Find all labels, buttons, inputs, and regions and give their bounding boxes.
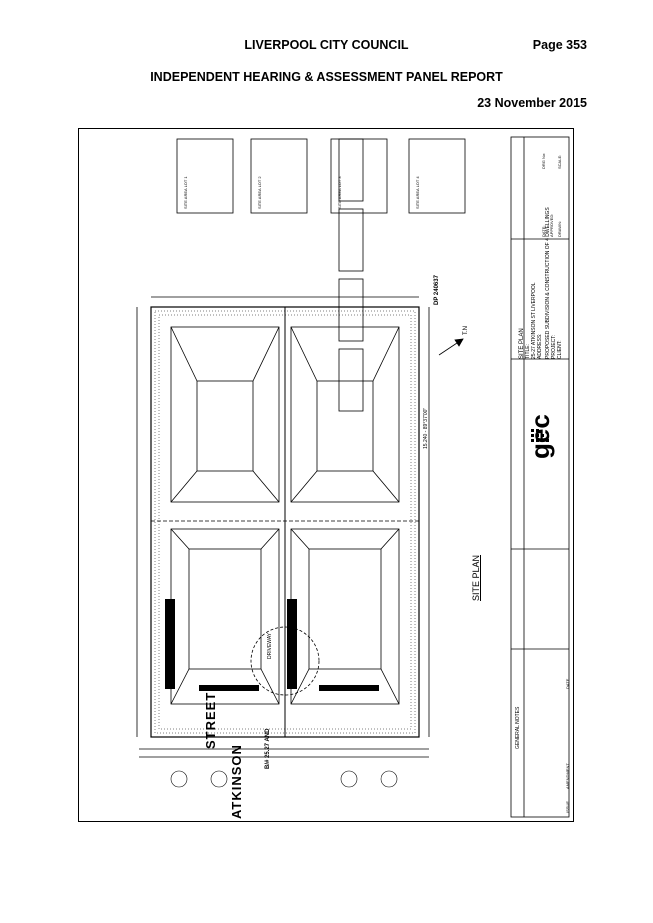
report-date: 23 November 2015 — [477, 96, 587, 110]
firm-logo: gec — [525, 414, 555, 459]
date-column-label: DATE — [565, 678, 570, 689]
north-label: T.N — [463, 326, 469, 335]
title-block-project-label: PROJECT: — [551, 334, 557, 359]
area-schedule-lot-1: SITE AREA LOT 1 — [183, 176, 188, 209]
lot-reference: B/# 25.27 AND — [265, 728, 271, 769]
boundary-top-dimension: 15.240 - 89°37'00" — [423, 407, 429, 449]
drawing-title: SITE PLAN — [471, 554, 481, 601]
title-block-client: CLIENT: — [557, 340, 563, 359]
title-block-title-value: SITE PLAN — [519, 328, 525, 359]
area-schedule-lot-2: SITE AREA LOT 2 — [257, 176, 262, 209]
title-block-drawn: DRAWN: — [557, 220, 562, 237]
report-title: INDEPENDENT HEARING & ASSESSMENT PANEL R… — [150, 70, 503, 84]
title-block-scale: SCALE: — [557, 154, 562, 169]
plan-linework — [136, 136, 570, 818]
title-block-address-label: ADDRESS: — [537, 333, 543, 359]
amendment-column-label: AMENDMENT — [565, 763, 570, 789]
title-block-date: DATE: — [541, 225, 546, 237]
issue-column-label: ISSUE — [565, 800, 570, 813]
title-block-title-label: TITLE: — [525, 343, 531, 359]
page-number: Page 353 — [532, 38, 587, 52]
street-name-line2: STREET — [203, 691, 218, 749]
title-block-drawing-no: DRG No: — [541, 152, 546, 169]
general-notes-label: GENERAL NOTES — [515, 706, 521, 749]
dp-label: DP 240637 — [434, 275, 440, 305]
title-block-address: 25-27 ATKINSON ST LIVERPOOL — [531, 282, 537, 359]
street-name-line1: ATKINSON — [229, 744, 244, 819]
council-name: LIVERPOOL CITY COUNCIL — [244, 38, 409, 52]
driveway-label: DRIVEWAY — [267, 632, 273, 659]
area-schedule-lot-4: SITE AREA LOT 4 — [415, 176, 420, 209]
site-plan-drawing: ATKINSON STREET B/# 25.27 AND SITE PLAN … — [78, 128, 574, 822]
area-schedule-lot-3: SITE AREA LOT 3 — [337, 176, 342, 209]
title-block-approved: APPROVED: — [549, 213, 554, 237]
